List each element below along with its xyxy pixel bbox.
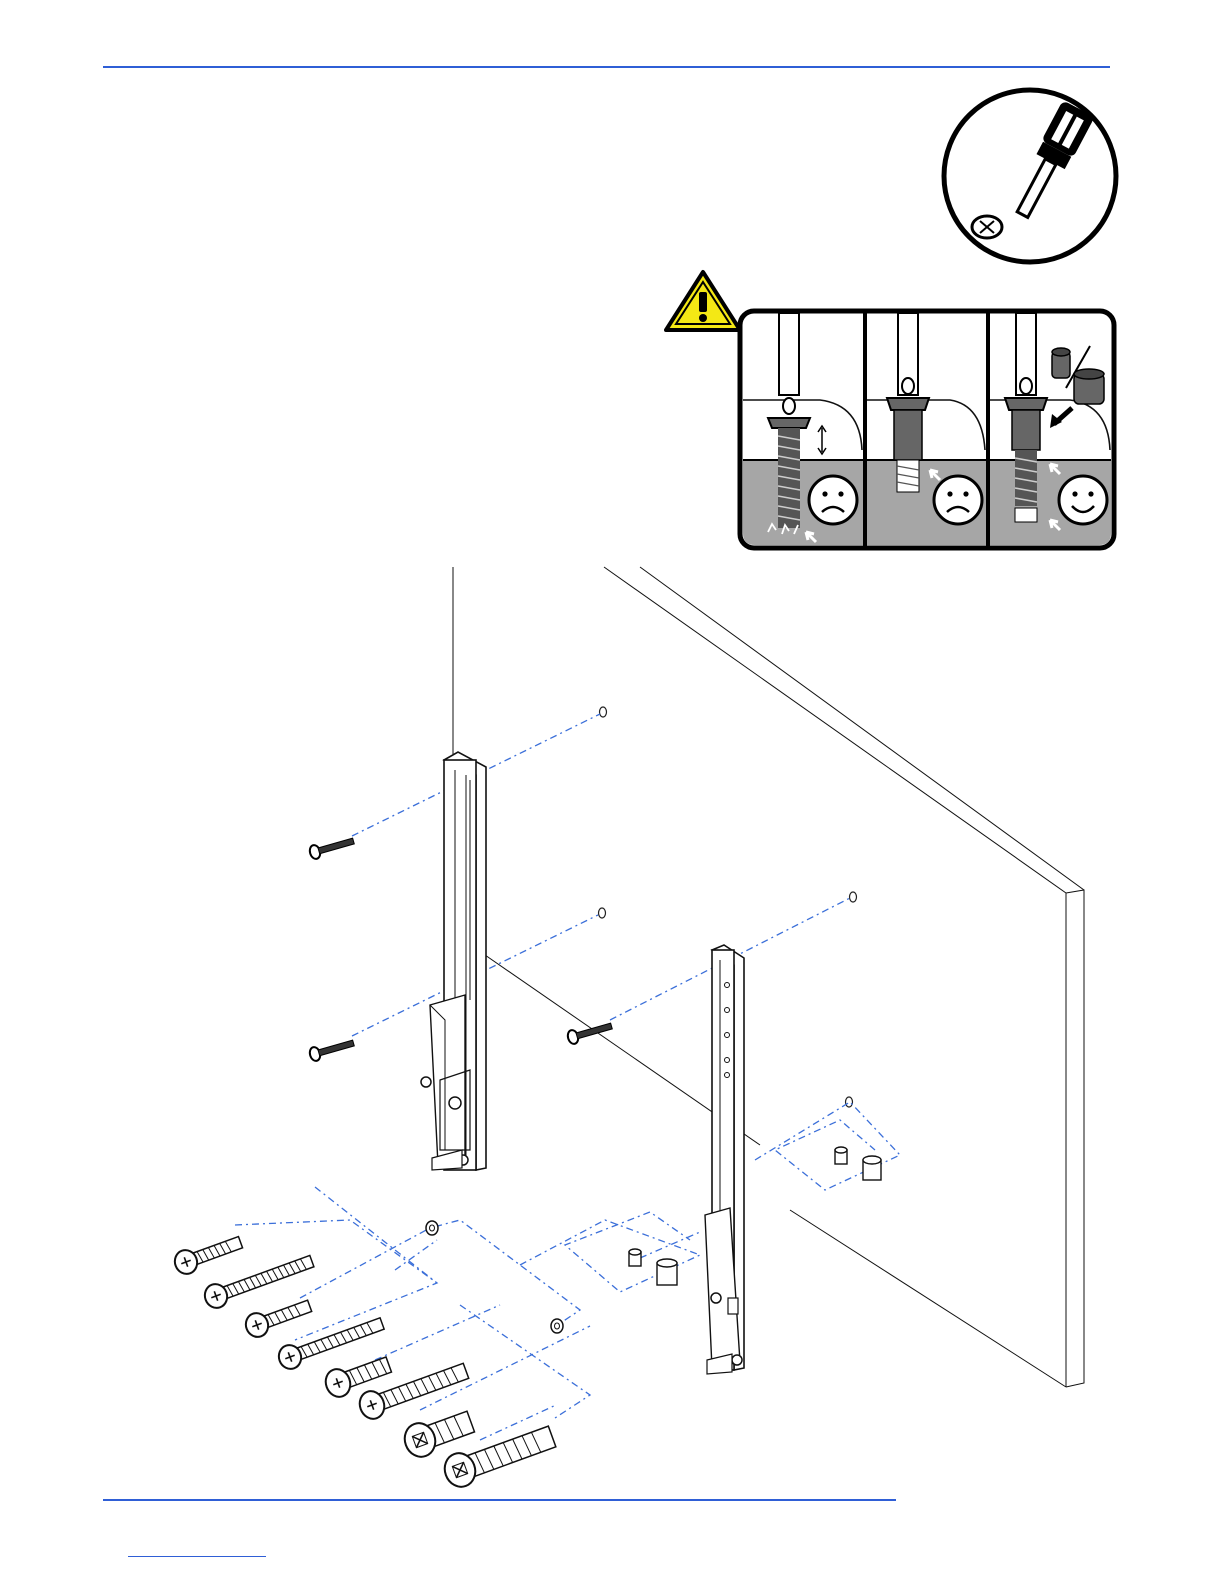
alignment-lines	[235, 714, 900, 1440]
screw-m8-short	[400, 1406, 476, 1462]
sad-face-icon	[934, 476, 982, 524]
warning-icon	[666, 272, 740, 330]
washers	[426, 1221, 563, 1333]
screw-m4-long	[202, 1250, 316, 1311]
sad-face-icon	[809, 476, 857, 524]
hardware-screws	[172, 1231, 558, 1491]
screw-m4-short	[172, 1231, 245, 1277]
screw-m5-short	[243, 1295, 314, 1340]
right-bracket	[705, 945, 744, 1374]
screw-length-panels	[740, 311, 1114, 548]
tv-panel	[453, 567, 1084, 1387]
happy-face-icon	[1059, 476, 1107, 524]
spacers	[629, 1147, 881, 1285]
left-bracket	[421, 752, 486, 1170]
screwdriver-icon	[944, 90, 1116, 262]
